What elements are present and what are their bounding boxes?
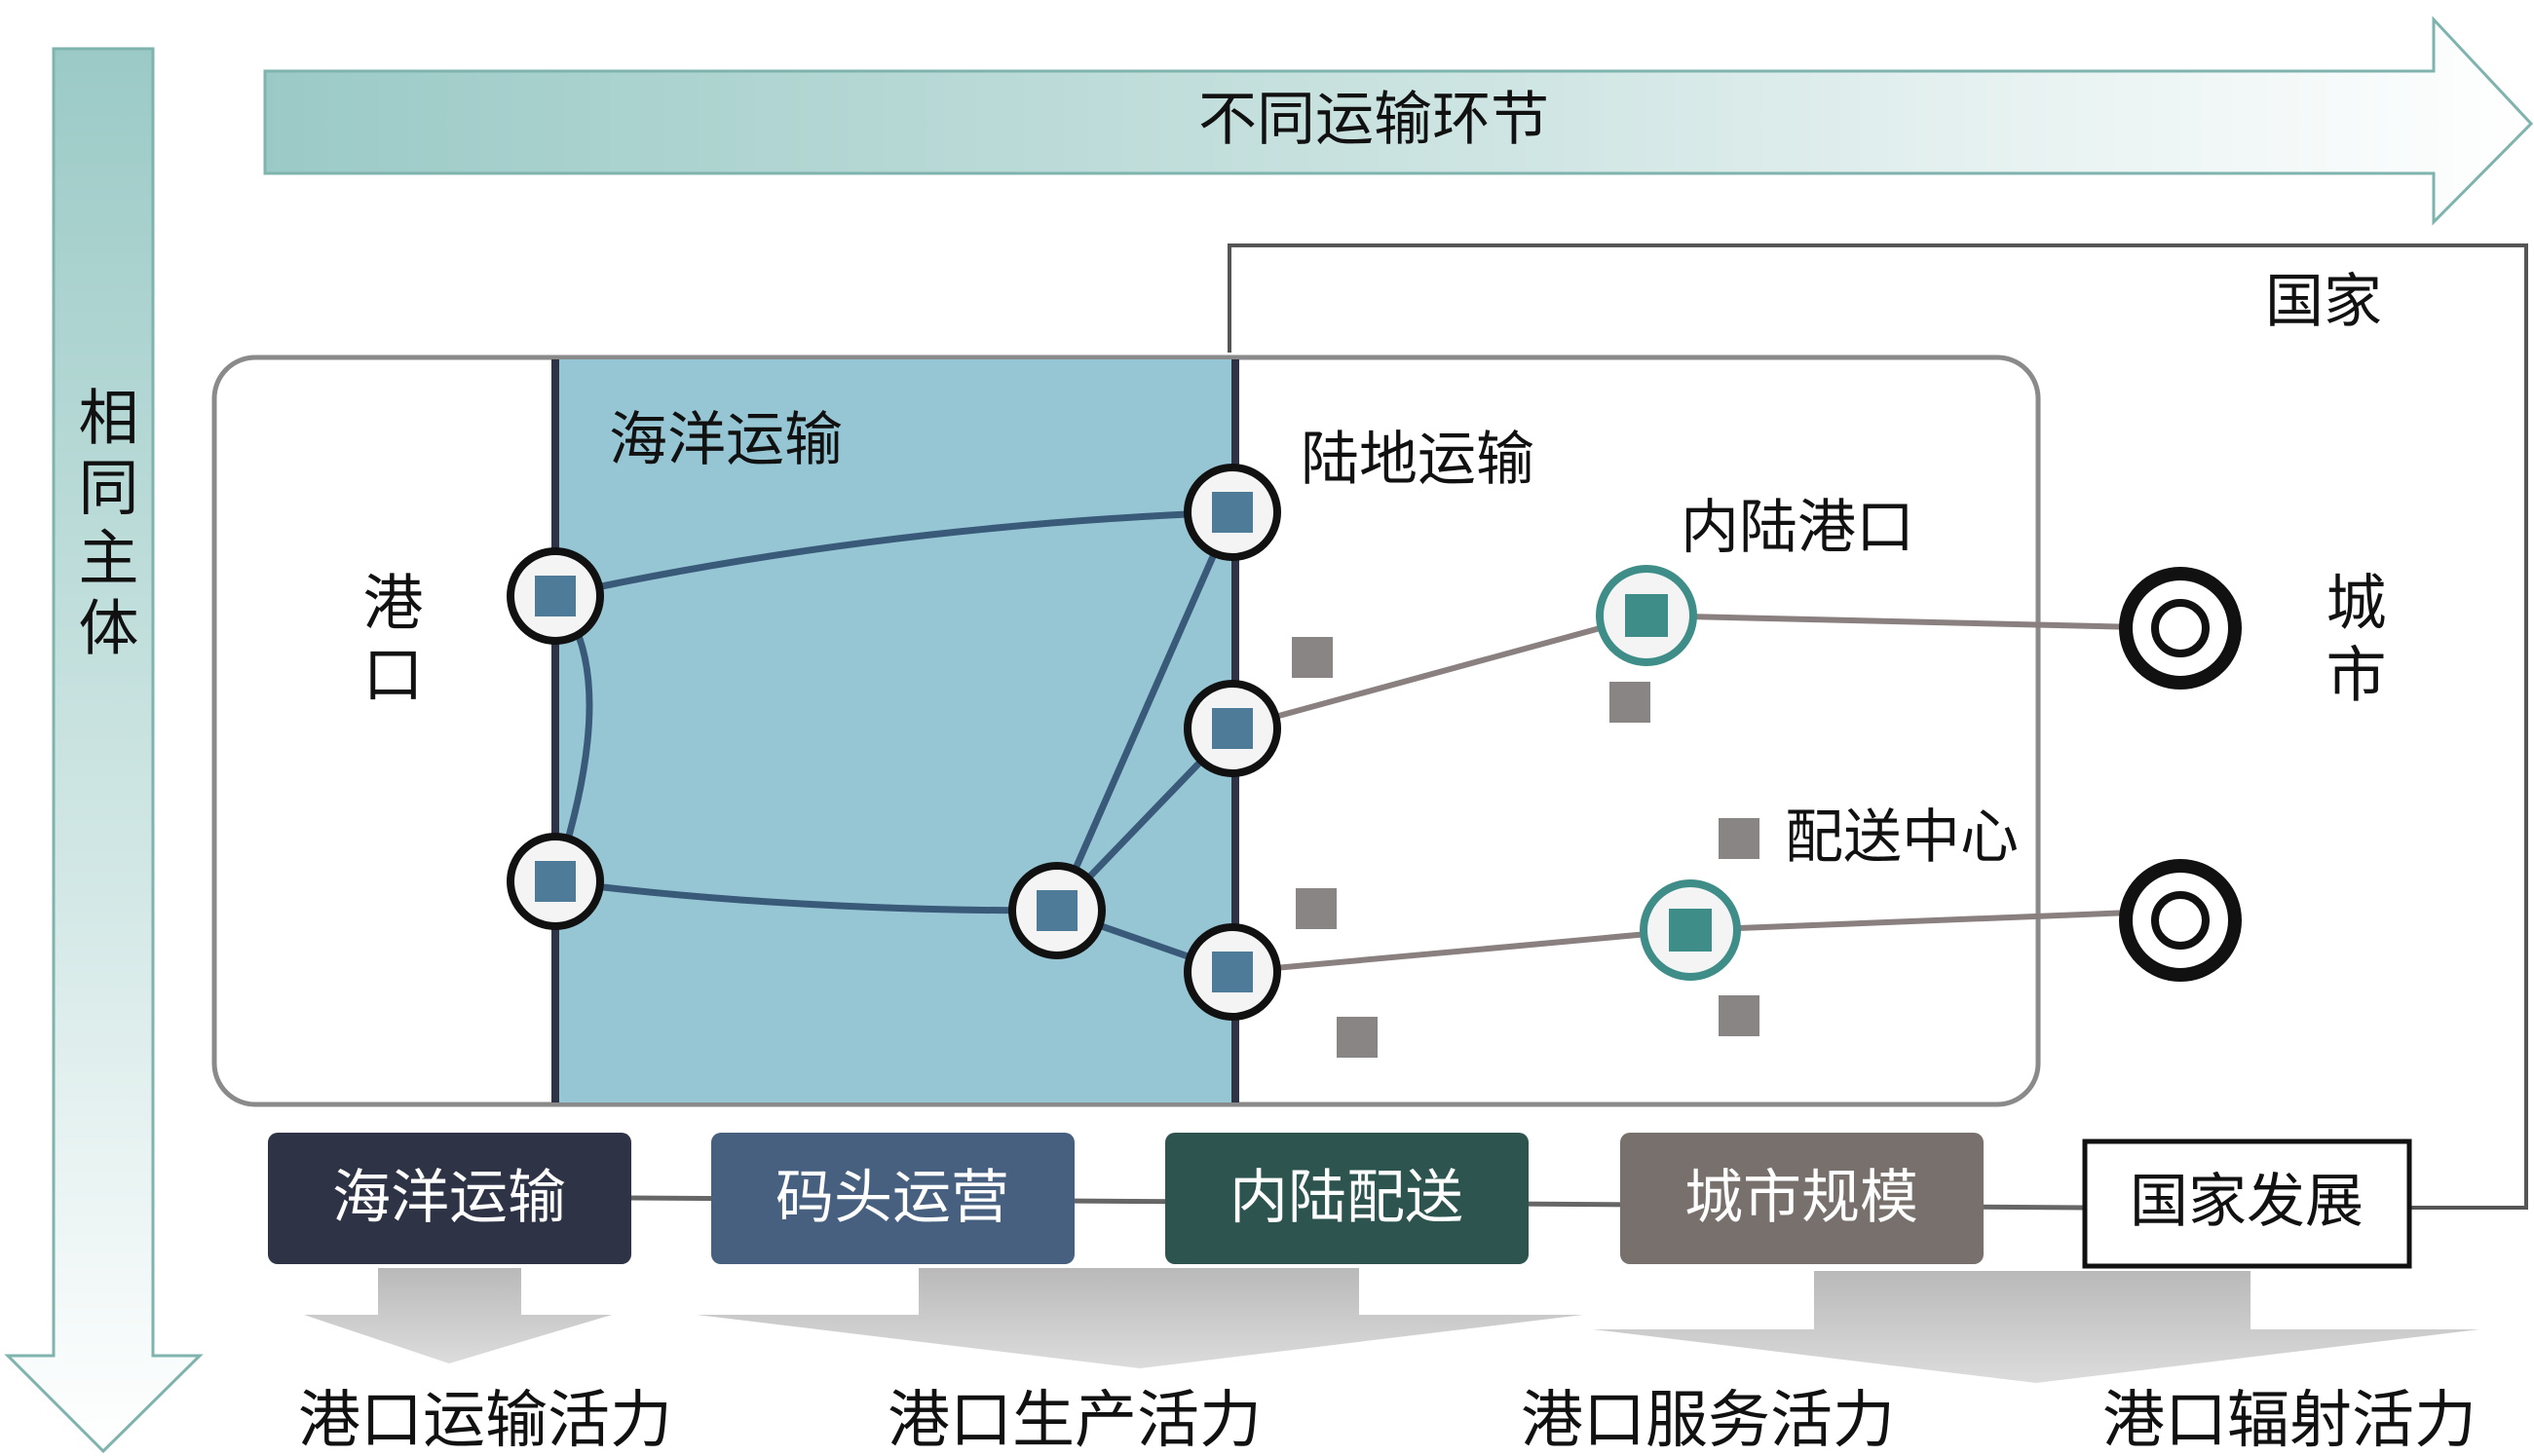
country-boundary	[1228, 243, 2528, 1210]
svg-text:码头运营: 码头运营	[775, 1164, 1009, 1232]
svg-text:城市规模: 城市规模	[1684, 1164, 1918, 1232]
vitality-label-transport: 港口运输活力	[298, 1385, 672, 1456]
inland-port-node	[1596, 565, 1697, 666]
facility-square	[1719, 995, 1759, 1036]
vitality-label-production: 港口生产活力	[888, 1385, 1262, 1456]
port-label: 港口	[353, 571, 424, 715]
distribution-center-node	[1640, 879, 1741, 981]
facility-markers	[1292, 637, 1759, 1058]
stage-national-development: 国家发展	[2082, 1139, 2412, 1269]
distribution-center-label: 配送中心	[1785, 803, 2019, 872]
facility-square	[1292, 637, 1333, 678]
stage-inland-distribution: 内陆配送	[1165, 1133, 1529, 1264]
hub-node	[1008, 862, 1106, 959]
city-node	[2119, 567, 2242, 690]
stage-ocean-transport: 海洋运输	[268, 1133, 631, 1264]
vertical-axis-label: 相同主体	[68, 386, 139, 666]
svg-text:国家发展: 国家发展	[2130, 1168, 2364, 1236]
horizontal-arrow: 不同运输环节	[263, 16, 2534, 226]
production-vitality-arrow	[697, 1268, 1583, 1368]
vitality-arrows	[304, 1268, 2479, 1383]
facility-square	[1609, 682, 1650, 723]
svg-text:内陆配送: 内陆配送	[1229, 1164, 1463, 1232]
inland-port-label: 内陆港口	[1681, 494, 1914, 562]
service-radiation-vitality-arrow	[1593, 1271, 2479, 1383]
country-label: 国家	[2265, 268, 2382, 336]
vitality-label-radiation: 港口辐射活力	[2102, 1385, 2477, 1456]
horizontal-axis-label: 不同运输环节	[1198, 86, 1549, 154]
city-node	[2119, 859, 2242, 982]
land-transport-label: 陆地运输	[1301, 426, 1534, 494]
ocean-transport-label: 海洋运输	[609, 406, 843, 474]
vitality-label-service: 港口服务活力	[1521, 1385, 1895, 1456]
ocean-band	[553, 359, 1237, 1102]
city-label: 城市	[2316, 571, 2387, 715]
facility-square	[1337, 1017, 1378, 1058]
vertical-arrow: 相同主体	[4, 47, 204, 1454]
facility-square	[1719, 818, 1759, 859]
stage-city-scale: 城市规模	[1620, 1133, 1984, 1264]
transport-vitality-arrow	[304, 1268, 612, 1363]
land-node	[1184, 923, 1281, 1021]
svg-text:海洋运输: 海洋运输	[332, 1164, 566, 1232]
port-node	[507, 833, 604, 930]
land-node	[1184, 464, 1281, 561]
facility-square	[1296, 888, 1337, 929]
port-node	[507, 547, 604, 645]
stage-terminal-operation: 码头运营	[711, 1133, 1075, 1264]
land-node	[1184, 680, 1281, 777]
network-links	[551, 508, 2181, 976]
